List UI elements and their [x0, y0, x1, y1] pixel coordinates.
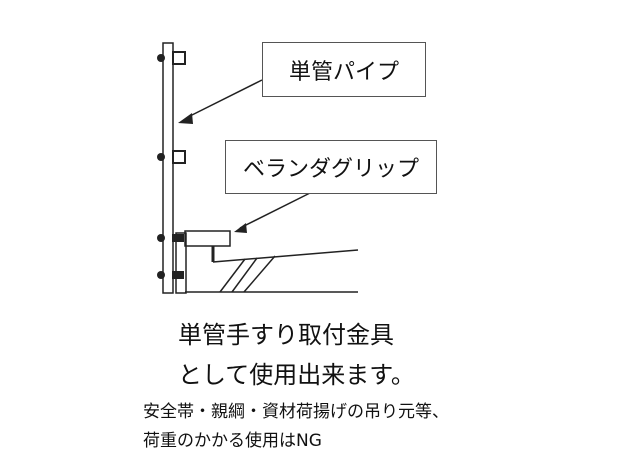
grip-arrow-line — [239, 192, 311, 229]
pipe-label: 単管パイプ — [262, 42, 426, 97]
slab-top — [212, 249, 359, 263]
slab-hatch — [231, 257, 258, 293]
pipe-arrow-line — [187, 79, 263, 118]
slab-hatch — [219, 258, 246, 293]
clamp — [157, 271, 184, 279]
grip-body — [184, 230, 231, 247]
caption-line1: 単管手すり取付金具 — [178, 321, 394, 349]
slab-hatch — [243, 255, 276, 293]
grip-arrow-head — [234, 223, 247, 233]
note-line2: 荷重のかかる使用はNG — [143, 431, 322, 451]
single-pipe — [162, 42, 174, 294]
clamp — [157, 234, 184, 242]
clamp — [157, 150, 186, 164]
clamp — [157, 51, 186, 65]
note-line1: 安全帯・親綱・資材荷揚げの吊り元等、 — [143, 402, 449, 422]
grip-label: ベランダグリップ — [225, 140, 437, 194]
pipe-arrow-head — [178, 113, 193, 124]
caption-line2: として使用出来ます。 — [178, 361, 415, 389]
grip-bracket — [175, 232, 187, 294]
